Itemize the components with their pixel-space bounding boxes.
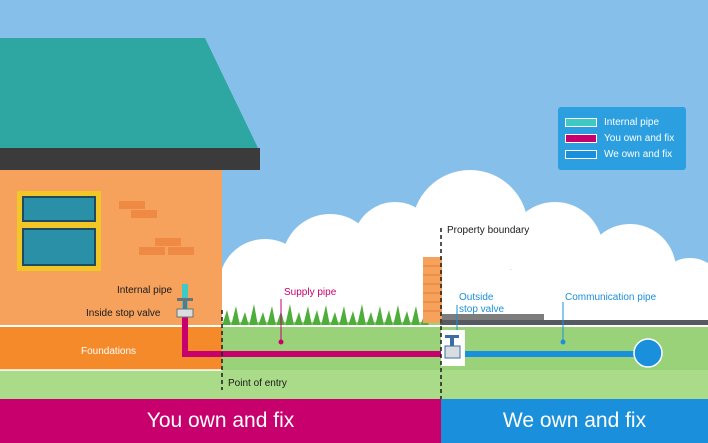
legend-label: You own and fix: [604, 132, 675, 144]
inside-stop-valve-label: Inside stop valve: [86, 308, 161, 319]
property-boundary-label: Property boundary: [447, 225, 529, 236]
internal-pipe-label: Internal pipe: [117, 285, 172, 296]
outside-stop-valve-label-line2: stop valve: [459, 304, 504, 315]
legend-item-you-own-and-fix: You own and fix: [565, 131, 674, 145]
wall-bricks: [119, 201, 194, 255]
legend-swatch-we-own-and-fix: [565, 149, 597, 159]
road: [440, 320, 708, 325]
water-main: [633, 338, 663, 368]
point-of-entry-label: Point of entry: [228, 378, 287, 389]
foundations-label: Foundations: [81, 346, 136, 357]
outside-stop-valve-icon: [441, 330, 465, 366]
legend-label: Internal pipe: [604, 116, 660, 128]
you-own-and-fix-band: You own and fix: [0, 399, 441, 443]
legend-item-internal-pipe: Internal pipe: [565, 115, 659, 129]
boundary-brick-wall: [423, 257, 442, 323]
pavement: [440, 314, 544, 323]
we-own-and-fix-band: We own and fix: [441, 399, 708, 443]
inside-stop-valve-icon: [176, 298, 194, 318]
house-window: [17, 191, 101, 271]
supply-pipe-label: Supply pipe: [284, 287, 337, 298]
legend: Internal pipe You own and fix We own and…: [558, 107, 686, 170]
communication-pipe-label: Communication pipe: [565, 292, 657, 303]
ground-strip: [0, 370, 708, 399]
legend-item-we-own-and-fix: We own and fix: [565, 147, 672, 161]
outside-stop-valve-label-line1: Outside: [459, 292, 494, 303]
supply-pipe-leader-dot: [278, 339, 284, 345]
roof-gutter: [0, 148, 260, 170]
legend-swatch-internal-pipe: [565, 117, 597, 127]
communication-pipe-leader-dot: [560, 339, 566, 345]
house-roof: [0, 38, 258, 148]
legend-swatch-you-own-and-fix: [565, 133, 597, 143]
grass-blades: [222, 304, 429, 326]
legend-label: We own and fix: [604, 148, 673, 160]
supply-pipe: [182, 313, 452, 357]
